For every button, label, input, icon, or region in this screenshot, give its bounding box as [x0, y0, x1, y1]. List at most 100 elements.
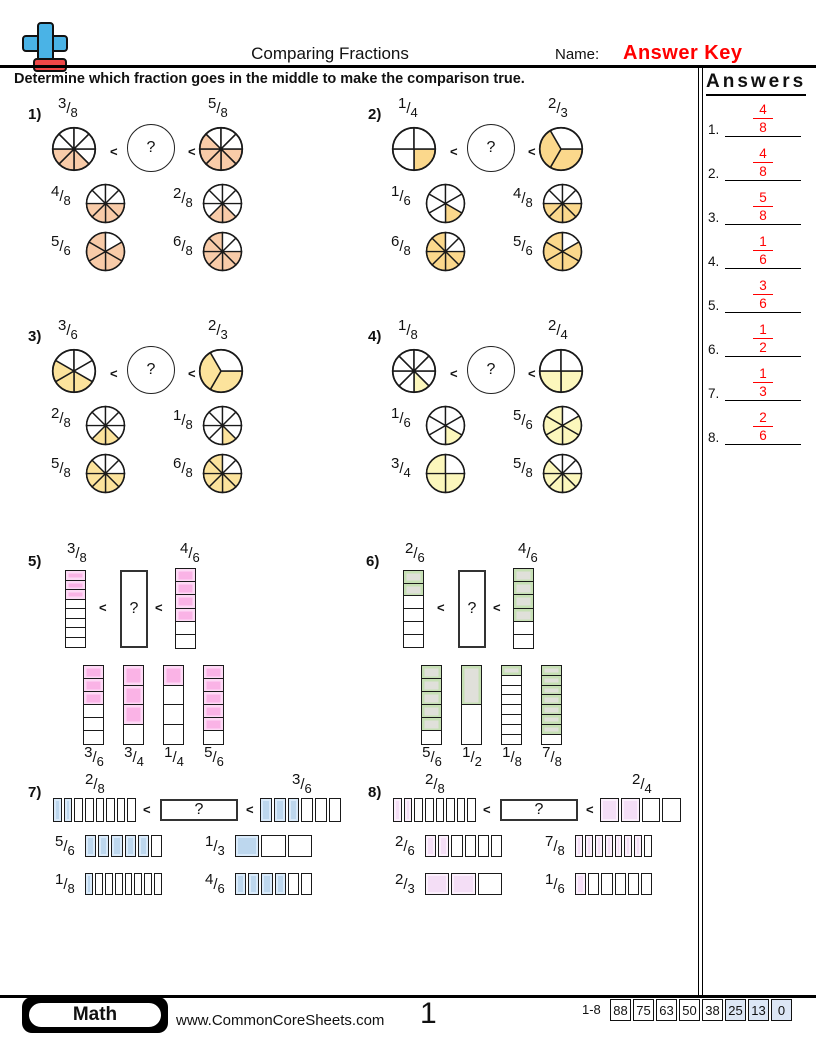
bar-segment — [624, 835, 633, 857]
fraction-bar-chart — [203, 665, 224, 745]
answer-numerator: 5 — [759, 190, 767, 205]
fraction-bar-chart — [123, 665, 144, 746]
problem-number: 6) — [366, 553, 380, 570]
fraction-label: 5/8 — [51, 455, 71, 480]
fraction-part: 4 — [136, 754, 144, 769]
fraction-label: 1/6 — [391, 405, 411, 430]
fraction-part: 3 — [391, 455, 400, 472]
fraction-part: / — [93, 776, 98, 793]
less-than-symbol: < — [483, 802, 491, 817]
fraction-part: 3 — [84, 744, 93, 761]
fraction-part: 4 — [410, 105, 418, 120]
bar-segment — [662, 798, 681, 822]
less-than-symbol: < — [528, 366, 536, 381]
fraction-label: 1/4 — [398, 95, 418, 120]
fraction-part: / — [63, 876, 68, 893]
bar-segment — [414, 798, 423, 822]
fraction-part: 8 — [63, 465, 71, 480]
fraction-label: 5/8 — [208, 95, 228, 120]
fraction-part: / — [553, 876, 558, 893]
answer-blank-line — [725, 400, 801, 401]
fraction-label: 4/8 — [513, 185, 533, 210]
fraction-part: 6 — [216, 754, 224, 769]
fraction-bar-chart — [235, 873, 313, 895]
fraction-part: 2 — [405, 540, 414, 557]
fraction-part: 2 — [632, 771, 641, 788]
bar-segment — [641, 798, 661, 822]
unknown-question-box: ? — [500, 799, 578, 821]
bar-option-label: 1/4 — [152, 744, 196, 769]
bar-segment — [424, 798, 434, 822]
fraction-part: 4 — [176, 754, 184, 769]
fraction-bar-chart — [425, 835, 503, 857]
pie-chart — [425, 183, 466, 224]
math-badge-label: Math — [27, 1001, 163, 1029]
pie-chart-svg — [425, 405, 466, 446]
score-cell: 75 — [633, 999, 654, 1021]
less-than-symbol: < — [155, 600, 163, 615]
fraction-part: 6 — [173, 455, 182, 472]
fraction-part: 8 — [403, 243, 411, 258]
fraction-part: 3 — [67, 540, 76, 557]
fraction-part: / — [188, 545, 193, 562]
fraction-bar-chart — [501, 665, 522, 745]
fraction-part: 8 — [63, 415, 71, 430]
bar-segment — [446, 798, 455, 822]
answer-index: 1. — [708, 122, 720, 137]
bar-segment — [451, 835, 463, 857]
problem-number: 7) — [28, 784, 42, 801]
pie-chart — [391, 348, 437, 394]
bar-segment — [124, 873, 133, 895]
fraction-label: 1/2 — [450, 744, 494, 769]
fraction-part: 3 — [220, 327, 228, 342]
pie-chart-svg — [425, 183, 466, 224]
fraction-part: 6 — [304, 781, 312, 796]
fraction-part: / — [132, 749, 137, 766]
pie-chart — [542, 405, 583, 446]
fraction-part: / — [556, 322, 561, 339]
pie-chart-svg — [542, 231, 583, 272]
logo-plus-center — [40, 37, 51, 50]
fraction-part: 3 — [407, 881, 415, 896]
score-cell: 88 — [610, 999, 631, 1021]
fraction-bar-chart — [235, 835, 312, 857]
fraction-label: 2/3 — [548, 95, 568, 120]
answers-title: Answers — [706, 71, 807, 96]
bar-segment — [435, 798, 445, 822]
fraction-part: 6 — [67, 843, 75, 858]
fraction-label: 1/4 — [152, 744, 196, 769]
fraction-bar-chart — [163, 665, 184, 746]
fraction-label: 1/6 — [391, 183, 411, 208]
fraction-part: 1 — [391, 183, 400, 200]
pie-chart — [202, 183, 243, 224]
fraction-label: 7/8 — [545, 833, 565, 858]
answer-blank-line — [725, 268, 801, 269]
fraction-label: 5/6 — [51, 233, 71, 258]
pie-chart-svg — [202, 183, 243, 224]
pie-chart — [198, 126, 244, 172]
pie-chart-svg — [202, 405, 243, 446]
bar-segment — [575, 835, 583, 857]
answer-blank-line — [725, 356, 801, 357]
fraction-part: 3 — [560, 105, 568, 120]
fraction-bar-chart — [65, 570, 86, 648]
bar-segment — [85, 835, 97, 857]
score-cell: 25 — [725, 999, 746, 1021]
bar-segment — [114, 873, 123, 895]
fraction-part: 5 — [51, 233, 60, 250]
less-than-symbol: < — [99, 600, 107, 615]
fraction-label: 3/8 — [67, 540, 87, 565]
answer-index: 2. — [708, 166, 720, 181]
answer-fraction-bar — [753, 162, 773, 163]
fraction-label: 1/8 — [490, 744, 534, 769]
bar-segment — [98, 835, 110, 857]
fraction-part: 6 — [525, 417, 533, 432]
answer-denominator: 6 — [759, 296, 767, 311]
fraction-label: 5/8 — [513, 455, 533, 480]
fraction-part: / — [181, 460, 186, 477]
answer-fraction-bar — [753, 382, 773, 383]
fraction-part: 8 — [185, 465, 193, 480]
